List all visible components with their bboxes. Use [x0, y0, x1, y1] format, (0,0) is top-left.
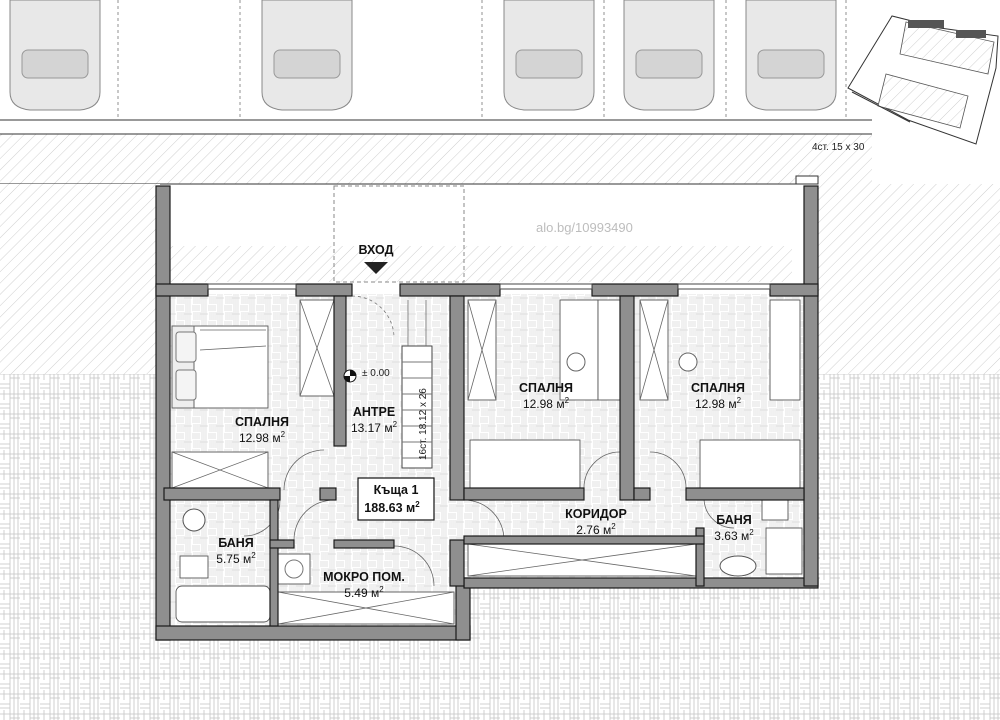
room-label-corridor: КОРИДОР 2.76 м2 — [565, 507, 627, 537]
pavement-right — [818, 374, 1000, 720]
svg-text:2.76 м2: 2.76 м2 — [576, 522, 616, 537]
pavement-bottom — [470, 586, 818, 720]
window-3 — [677, 283, 771, 290]
car-3 — [503, 0, 595, 111]
svg-text:КОРИДОР: КОРИДОР — [565, 507, 627, 521]
desk-right — [769, 299, 801, 401]
shower — [765, 527, 803, 575]
svg-text:АНТРЕ: АНТРЕ — [353, 405, 395, 419]
car-1 — [9, 0, 101, 111]
single-bed-middle — [469, 439, 581, 491]
svg-text:БАНЯ: БАНЯ — [218, 536, 254, 550]
front-porch — [170, 246, 792, 282]
pavement-left — [0, 374, 158, 720]
furniture — [171, 299, 803, 625]
single-bed-right — [699, 439, 801, 491]
entrance-label: ВХОД — [358, 243, 393, 257]
svg-text:12.98 м2: 12.98 м2 — [695, 396, 742, 411]
car-2 — [261, 0, 353, 111]
svg-text:188.63 м2: 188.63 м2 — [364, 500, 420, 515]
chair-right — [678, 352, 698, 372]
room-label-bedroom-left: СПАЛНЯ 12.98 м2 — [235, 415, 289, 445]
room-label-bedroom-right: СПАЛНЯ 12.98 м2 — [691, 381, 745, 411]
svg-text:СПАЛНЯ: СПАЛНЯ — [691, 381, 745, 395]
toilet-right — [761, 497, 789, 521]
steps-text: 4ст. 15 x 30 — [812, 142, 865, 153]
parking-area — [9, 0, 847, 118]
room-label-bathroom-right: БАНЯ 3.63 м2 — [714, 513, 754, 543]
stairs-text: 16ст. 18.12 x 26 — [418, 388, 429, 460]
room-label-hall: АНТРЕ 13.17 м2 — [351, 405, 398, 435]
desk-middle — [559, 299, 599, 401]
svg-text:13.17 м2: 13.17 м2 — [351, 420, 398, 435]
room-label-bedroom-middle: СПАЛНЯ 12.98 м2 — [519, 381, 573, 411]
svg-text:12.98 м2: 12.98 м2 — [239, 430, 286, 445]
chair-middle — [566, 352, 586, 372]
staircase — [401, 300, 433, 469]
sidewalk — [0, 134, 872, 184]
house-card: Къща 1 188.63 м2 — [357, 477, 435, 521]
key-plan — [847, 15, 999, 145]
svg-text:12.98 м2: 12.98 м2 — [523, 396, 570, 411]
toilet-left — [179, 555, 209, 579]
svg-text:СПАЛНЯ: СПАЛНЯ — [519, 381, 573, 395]
walls — [155, 185, 819, 641]
washbasin-right — [719, 555, 757, 577]
house-name: Къща 1 — [374, 483, 419, 497]
level-marker-icon — [343, 369, 357, 383]
labels: ВХОД ± 0.00 16ст. 18.12 x 26 4ст. 15 x 3… — [216, 142, 865, 600]
washbasin-left — [182, 508, 206, 532]
room-label-laundry: МОКРО ПОМ. 5.49 м2 — [323, 570, 405, 600]
canopy-outline — [333, 185, 465, 283]
entrance-arrow-icon — [364, 262, 388, 274]
window-2 — [499, 283, 593, 290]
watermark: alo.bg/10993490 — [536, 220, 633, 235]
double-bed — [171, 325, 269, 409]
svg-text:3.63 м2: 3.63 м2 — [714, 528, 754, 543]
house-area: 188.63 м — [364, 501, 415, 515]
car-5 — [745, 0, 837, 111]
bathtub — [175, 585, 271, 623]
svg-text:5.75 м2: 5.75 м2 — [216, 551, 256, 566]
svg-text:5.49 м2: 5.49 м2 — [344, 585, 384, 600]
svg-text:МОКРО ПОМ.: МОКРО ПОМ. — [323, 570, 405, 584]
window-1 — [207, 283, 297, 290]
door-swings — [243, 295, 735, 587]
car-4 — [623, 0, 715, 111]
svg-text:СПАЛНЯ: СПАЛНЯ — [235, 415, 289, 429]
svg-text:БАНЯ: БАНЯ — [716, 513, 752, 527]
level-text: ± 0.00 — [362, 368, 390, 379]
room-label-bathroom-left: БАНЯ 5.75 м2 — [216, 536, 256, 566]
